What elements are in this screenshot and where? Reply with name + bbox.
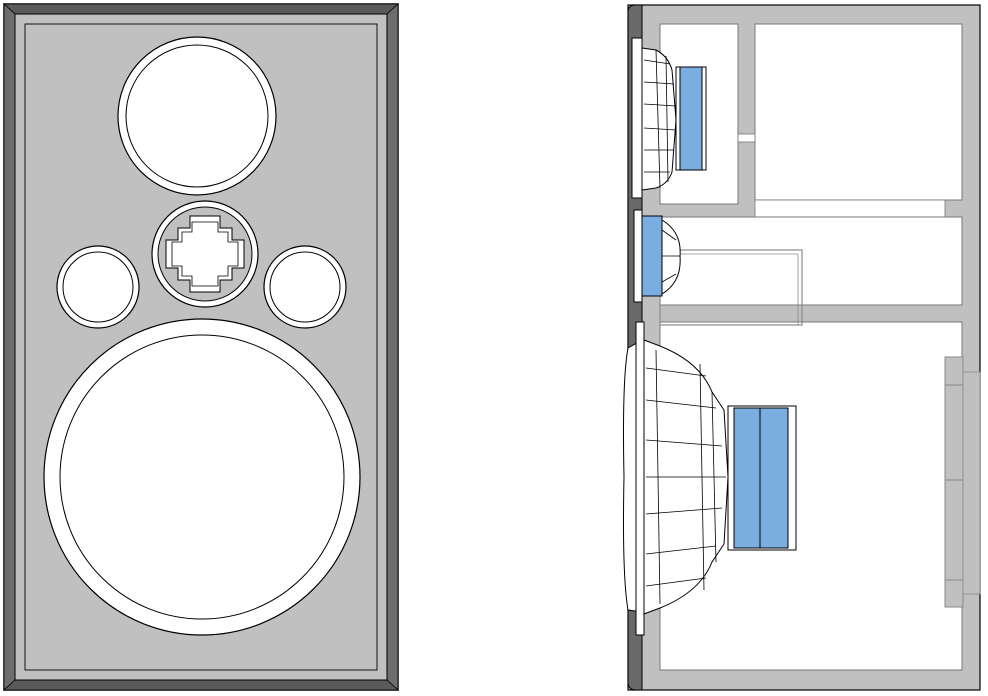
side-midrange-driver: [631, 37, 707, 199]
midrange-basket: [641, 47, 677, 191]
midrange-basket-struts: [655, 49, 669, 189]
front-bevel-right: [386, 3, 399, 691]
front-tweeter-driver: [151, 200, 259, 308]
mid-chamber-vent: [737, 133, 756, 143]
front-bevel-left: [3, 3, 16, 691]
front-woofer-driver: [43, 318, 361, 636]
front-midrange-driver: [117, 36, 277, 196]
tweeter-dome: [661, 219, 681, 295]
front-baffle-inset: [24, 23, 378, 671]
midrange-cone: [125, 44, 269, 188]
midrange-flange: [631, 37, 643, 199]
woofer-magnet: [733, 407, 789, 549]
tweeter-flange: [633, 209, 643, 303]
mid-chamber-shelf: [754, 199, 946, 218]
tweeter-chamber: [659, 216, 963, 306]
woofer-basket-ribs: [645, 367, 726, 587]
port-right-opening: [269, 251, 341, 323]
mid-chamber-rear: [754, 23, 963, 201]
front-port-right: [263, 245, 347, 329]
crossover-mount: [962, 371, 981, 595]
tweeter-dome-ribs: [661, 229, 680, 283]
front-port-left: [56, 245, 140, 329]
woofer-cone: [59, 334, 345, 620]
side-woofer-driver: [623, 321, 797, 636]
front-bevel-bottom: [2, 679, 400, 691]
front-bevel-top: [2, 3, 400, 15]
side-section-view: [623, 4, 981, 691]
tweeter-inner-outline: [171, 221, 239, 287]
tweeter-magnet: [641, 215, 663, 297]
crossover-board: [944, 356, 964, 608]
side-tweeter-driver: [633, 209, 681, 303]
midrange-magnet: [679, 66, 703, 171]
woofer-basket-struts: [655, 349, 717, 605]
midrange-basket-ribs: [643, 59, 677, 173]
front-view: [2, 3, 400, 691]
tweeter-notched-opening: [165, 215, 245, 293]
port-left-opening: [62, 251, 134, 323]
woofer-flange: [635, 321, 645, 636]
